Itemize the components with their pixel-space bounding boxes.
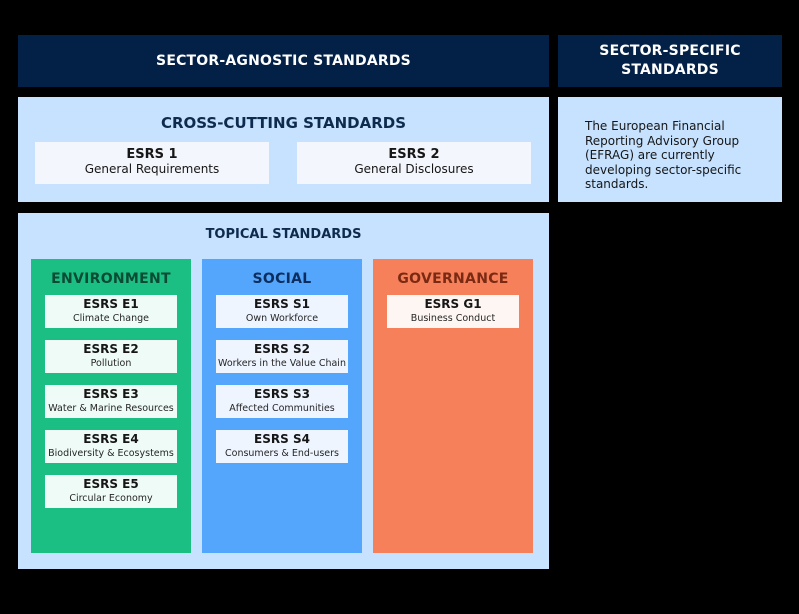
sector-specific-note: The European Financial Reporting Advisor… [585, 119, 742, 191]
card-name: Business Conduct [410, 313, 496, 324]
sector-specific-header: SECTOR-SPECIFIC STANDARDS [558, 35, 782, 87]
card-code: ESRS G1 [424, 297, 482, 311]
card-code: ESRS S4 [254, 432, 310, 446]
card-name: Climate Change [73, 313, 149, 324]
esrs-2-card: ESRS 2 General Disclosures [297, 142, 531, 184]
esrs-s3-card: ESRS S3 Affected Communities [216, 385, 348, 418]
card-name: General Requirements [84, 162, 220, 176]
social-title: SOCIAL [252, 271, 312, 287]
card-code: ESRS S2 [254, 342, 310, 356]
card-name: Circular Economy [69, 493, 153, 504]
card-code: ESRS E1 [83, 297, 139, 311]
card-name: Affected Communities [229, 403, 335, 414]
esrs-e2-card: ESRS E2 Pollution [45, 340, 177, 373]
card-code: ESRS E4 [83, 432, 139, 446]
card-code: ESRS 1 [126, 147, 178, 162]
esrs-s2-card: ESRS S2 Workers in the Value Chain [216, 340, 348, 373]
environment-column: ENVIRONMENT ESRS E1 Climate Change ESRS … [31, 259, 191, 553]
sector-specific-title: SECTOR-SPECIFIC STANDARDS [599, 43, 741, 78]
esrs-e1-card: ESRS E1 Climate Change [45, 295, 177, 328]
esrs-e5-card: ESRS E5 Circular Economy [45, 475, 177, 508]
topical-title: TOPICAL STANDARDS [205, 227, 362, 242]
card-name: Pollution [90, 358, 132, 369]
esrs-s1-card: ESRS S1 Own Workforce [216, 295, 348, 328]
card-code: ESRS E3 [83, 387, 139, 401]
card-code: ESRS S1 [254, 297, 310, 311]
card-code: ESRS E2 [83, 342, 139, 356]
cross-cutting-title: CROSS-CUTTING STANDARDS [160, 114, 407, 132]
governance-title: GOVERNANCE [397, 271, 509, 287]
card-code: ESRS S3 [254, 387, 310, 401]
card-code: ESRS 2 [388, 147, 440, 162]
esrs-s4-card: ESRS S4 Consumers & End-users [216, 430, 348, 463]
card-name: Consumers & End-users [225, 448, 339, 459]
sector-specific-panel: The European Financial Reporting Advisor… [558, 97, 782, 202]
card-name: Workers in the Value Chain [218, 358, 346, 369]
esrs-1-card: ESRS 1 General Requirements [35, 142, 269, 184]
esrs-g1-card: ESRS G1 Business Conduct [387, 295, 519, 328]
cross-cutting-panel: CROSS-CUTTING STANDARDS ESRS 1 General R… [18, 97, 549, 202]
social-column: SOCIAL ESRS S1 Own Workforce ESRS S2 Wor… [202, 259, 362, 553]
card-code: ESRS E5 [83, 477, 139, 491]
sector-agnostic-title: SECTOR-AGNOSTIC STANDARDS [156, 52, 411, 69]
environment-title: ENVIRONMENT [51, 271, 171, 287]
card-name: Own Workforce [245, 313, 319, 324]
sector-agnostic-header: SECTOR-AGNOSTIC STANDARDS [18, 35, 549, 87]
esrs-e4-card: ESRS E4 Biodiversity & Ecosystems [45, 430, 177, 463]
card-name: Water & Marine Resources [48, 403, 174, 414]
card-name: General Disclosures [354, 162, 474, 176]
esrs-e3-card: ESRS E3 Water & Marine Resources [45, 385, 177, 418]
governance-column: GOVERNANCE ESRS G1 Business Conduct [373, 259, 533, 553]
card-name: Biodiversity & Ecosystems [48, 448, 174, 459]
topical-panel: TOPICAL STANDARDS ENVIRONMENT ESRS E1 Cl… [18, 213, 549, 569]
